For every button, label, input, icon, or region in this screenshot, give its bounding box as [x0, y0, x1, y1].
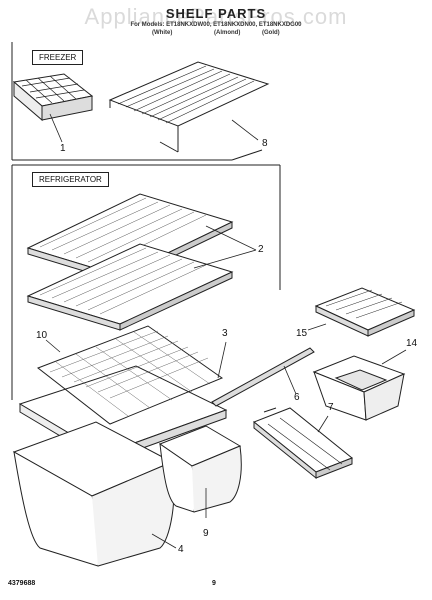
callout-4: 4	[178, 544, 184, 555]
callout-7: 7	[328, 402, 334, 413]
freezer-section-label: FREEZER	[32, 50, 84, 65]
crisper-drawer-right-drawing	[158, 425, 242, 513]
leader-lines	[45, 113, 407, 549]
callout-14: 14	[406, 338, 418, 349]
callout-1: 1	[60, 143, 66, 154]
freezer-wire-shelf-drawing	[108, 61, 270, 153]
variant-almond: (Almond)	[214, 30, 241, 36]
deli-drawer-cover-drawing	[314, 287, 416, 337]
freezer-frame	[11, 42, 263, 161]
refrigerator-frame	[11, 164, 281, 400]
callout-9: 9	[203, 528, 209, 539]
page-title: SHELF PARTS	[165, 6, 267, 21]
control-housing-drawing	[253, 407, 353, 480]
watermark-text: AppliancePartsPros.com	[84, 4, 348, 29]
variant-white: (White)	[152, 30, 173, 36]
callout-6: 6	[294, 392, 300, 403]
crisper-drawer-left-drawing	[12, 421, 175, 567]
callout-15: 15	[296, 328, 308, 339]
ice-tray-drawing	[12, 73, 94, 122]
callout-3: 3	[222, 328, 228, 339]
glass-shelf-lower-drawing	[26, 243, 234, 331]
shelf-support-strip-drawing	[211, 347, 315, 407]
models-line: For Models: ET18NKXDW00, ET18NKXDN00, ET…	[130, 22, 302, 28]
callout-10: 10	[36, 330, 48, 341]
page-number: 9	[212, 580, 216, 587]
variant-gold: (Gold)	[262, 30, 280, 36]
part-code: 4379688	[8, 580, 36, 587]
refrigerator-section-label: REFRIGERATOR	[32, 172, 109, 187]
meat-pan-drawing	[312, 355, 406, 421]
callout-8: 8	[262, 138, 268, 149]
callout-2: 2	[258, 244, 264, 255]
